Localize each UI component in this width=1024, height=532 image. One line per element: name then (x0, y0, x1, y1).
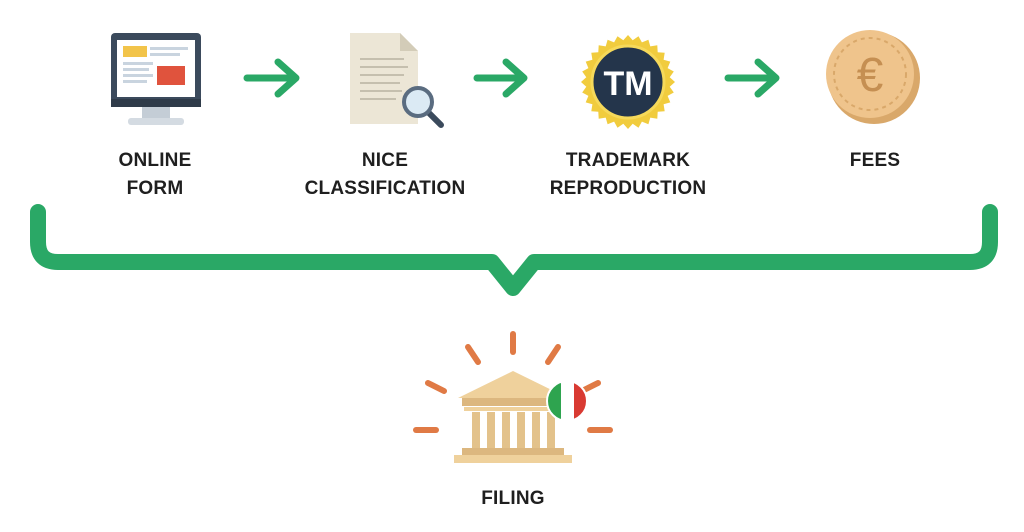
label-line: FILING (481, 488, 545, 509)
label-line: NICE (361, 150, 409, 171)
result-label-filing: FILING (453, 485, 573, 513)
euro-coin-icon: € (826, 30, 920, 124)
label-line: FORM (126, 178, 184, 199)
trademark-badge-text: TM (603, 65, 652, 103)
step-label-trademark-reproduction: TRADEMARK REPRODUCTION (528, 147, 728, 203)
euro-symbol: € (857, 49, 884, 102)
arrow-right-icon (724, 58, 780, 98)
grouping-bracket (30, 204, 998, 296)
step-label-nice-classification: NICE CLASSIFICATION (285, 147, 485, 203)
arrow-right-icon (243, 58, 300, 98)
document-magnifier-icon (350, 33, 444, 128)
label-line: TRADEMARK (565, 150, 691, 171)
label-line: FEES (849, 150, 901, 171)
italy-flag-icon (546, 380, 588, 422)
label-line: CLASSIFICATION (304, 178, 466, 199)
step-label-fees: FEES (820, 147, 930, 175)
trademark-badge-icon: TM (581, 35, 675, 129)
arrow-right-icon (473, 58, 528, 98)
label-line: ONLINE (118, 150, 192, 171)
courthouse-italy-flag-icon (413, 331, 613, 463)
step-label-online-form: ONLINE FORM (80, 147, 230, 203)
computer-monitor-form-icon (111, 33, 201, 125)
label-line: REPRODUCTION (549, 178, 707, 199)
